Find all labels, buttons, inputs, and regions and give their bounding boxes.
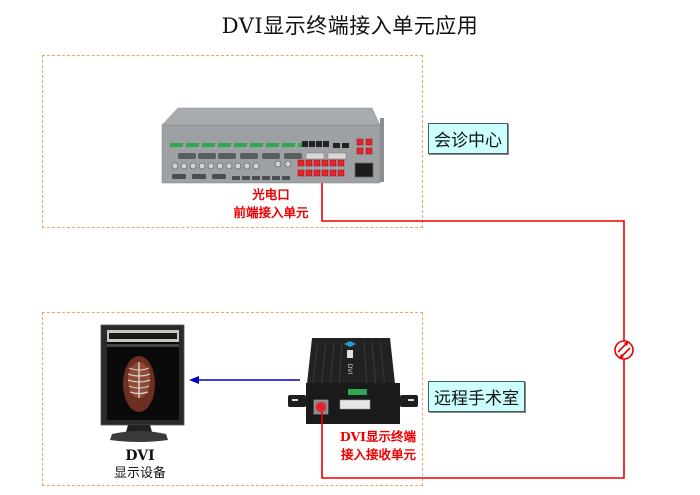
monitor-caption-line2: 显示设备: [113, 466, 166, 481]
monitor-caption-line1: DVI: [125, 448, 155, 464]
location-label-consultation-center: 会诊中心: [428, 123, 508, 154]
zone-remote-operating-room: [42, 312, 423, 486]
dvi-monitor-device: [100, 324, 185, 442]
transmitter-caption-line2: 前端接入单元: [233, 205, 309, 220]
location-label-remote-operating-room: 远程手术室: [428, 381, 525, 412]
zone-consultation-center: [42, 55, 423, 228]
receiver-front-label: DVI: [346, 364, 353, 375]
receiver-caption: DVI显示终端 接入接收单元: [318, 428, 416, 464]
transmitter-device: [161, 107, 384, 184]
transmitter-caption-line1: 光电口: [252, 187, 290, 202]
receiver-caption-line1: DVI显示终端: [339, 429, 416, 444]
monitor-caption: DVI 显示设备: [100, 447, 180, 483]
fiber-transceiver-icon: [614, 340, 634, 360]
transmitter-caption: 光电口 前端接入单元: [225, 186, 317, 222]
receiver-device: DVI: [288, 338, 418, 424]
video-output-arrow: [189, 376, 300, 384]
diagram-title: DVI显示终端接入单元应用: [221, 14, 479, 38]
receiver-caption-line2: 接入接收单元: [340, 447, 416, 462]
